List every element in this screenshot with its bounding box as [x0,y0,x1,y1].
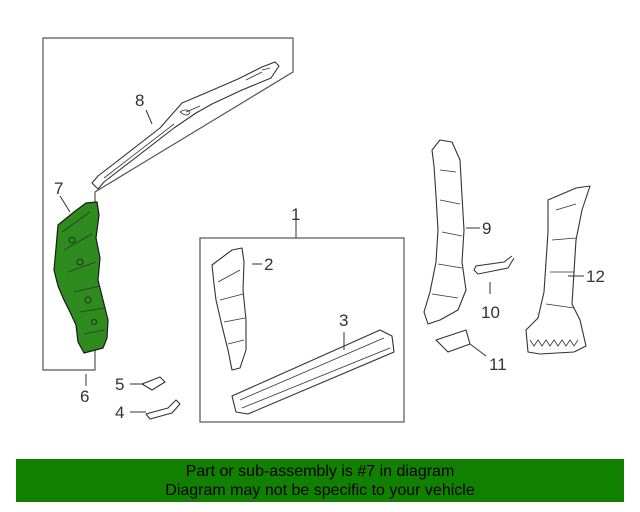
part-5[interactable] [141,376,166,391]
banner-line-2: Diagram may not be specific to your vehi… [165,482,475,499]
part-3[interactable] [231,329,395,415]
group-frame-1 [199,237,405,423]
callout-4: 4 [115,403,124,422]
part-7-highlighted[interactable] [53,201,109,354]
info-banner: Part or sub-assembly is #7 in diagram Di… [16,459,624,502]
part-11[interactable] [435,329,471,353]
part-8[interactable] [91,61,280,190]
part-12[interactable] [525,185,591,355]
callout-12: 12 [586,267,605,286]
part-2[interactable] [211,247,247,371]
part-7-fill [53,201,109,354]
callout-1: 1 [291,205,300,224]
callout-5: 5 [115,375,124,394]
part-9[interactable] [423,139,467,325]
callout-3: 3 [339,311,348,330]
callout-2: 2 [264,255,273,274]
part-4[interactable] [145,399,181,420]
callout-11: 11 [489,355,507,374]
banner-line-1: Part or sub-assembly is #7 in diagram [185,463,455,480]
callout-9: 9 [482,219,491,238]
group-frame-6 [42,37,294,371]
callout-8: 8 [135,91,144,110]
callout-6: 6 [80,387,89,406]
part-10[interactable] [473,255,515,275]
callout-7: 7 [54,179,63,198]
callout-10: 10 [481,303,500,322]
